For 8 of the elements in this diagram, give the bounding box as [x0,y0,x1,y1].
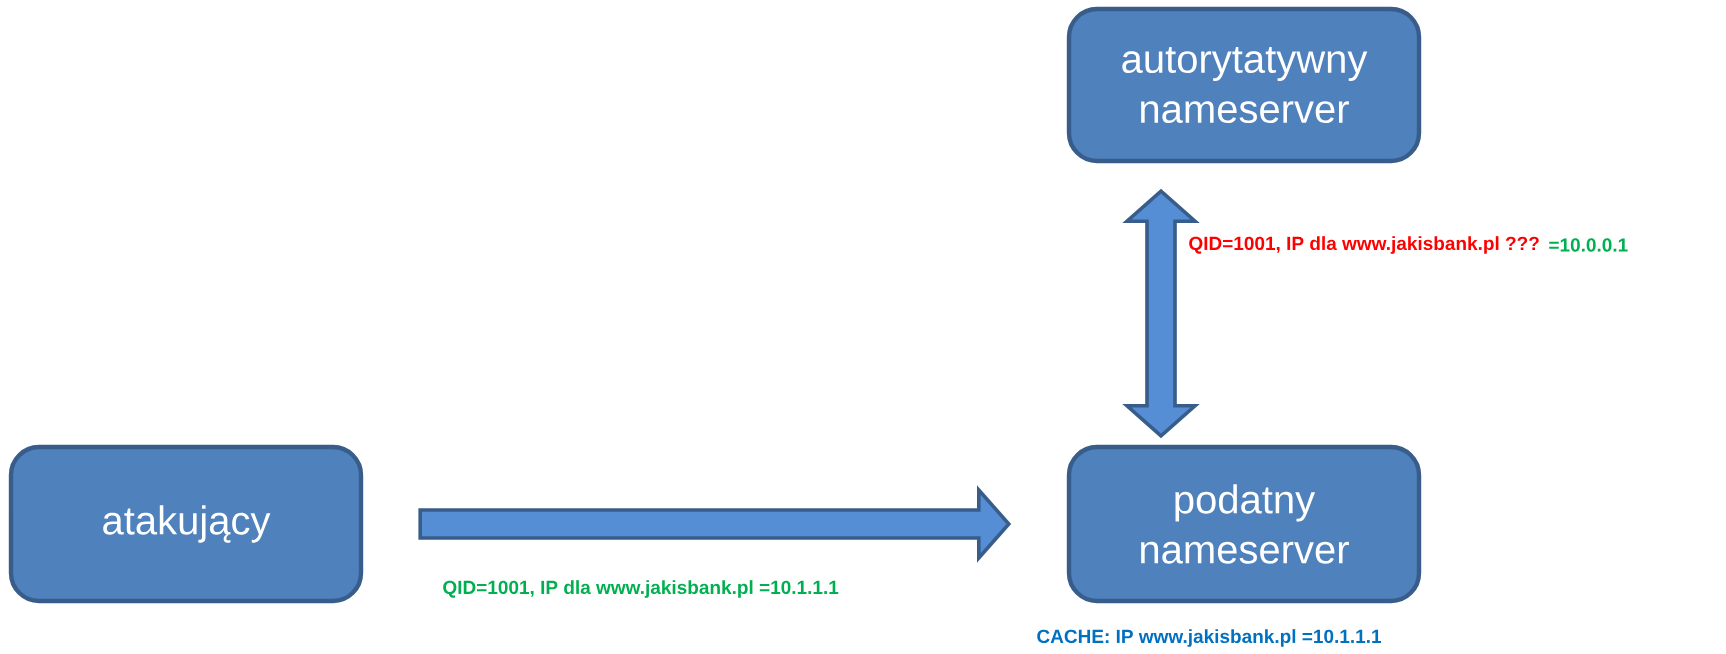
message-label: =10.0.0.1 [1549,238,1628,252]
block-arrow [418,485,1012,563]
server-box: podatny nameserver [1066,444,1422,604]
edge-label: QID=1001, IP dla www.jakisbank.pl ??? [1189,236,1539,254]
edge-label: QID=1001, IP dla www.jakisbank.pl =10.1.1.1 [443,580,839,598]
cache-note: CACHE: IP www.jakisbank.pl =10.1.1.1 [1037,629,1382,647]
server-box: atakujący [8,444,364,604]
server-box: autorytatywny nameserver [1066,6,1422,164]
